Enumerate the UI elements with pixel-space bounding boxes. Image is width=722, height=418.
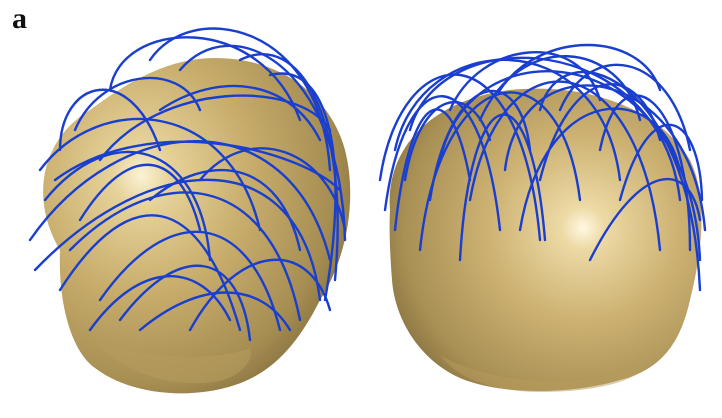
left-view — [30, 29, 350, 394]
right-view — [380, 45, 705, 392]
